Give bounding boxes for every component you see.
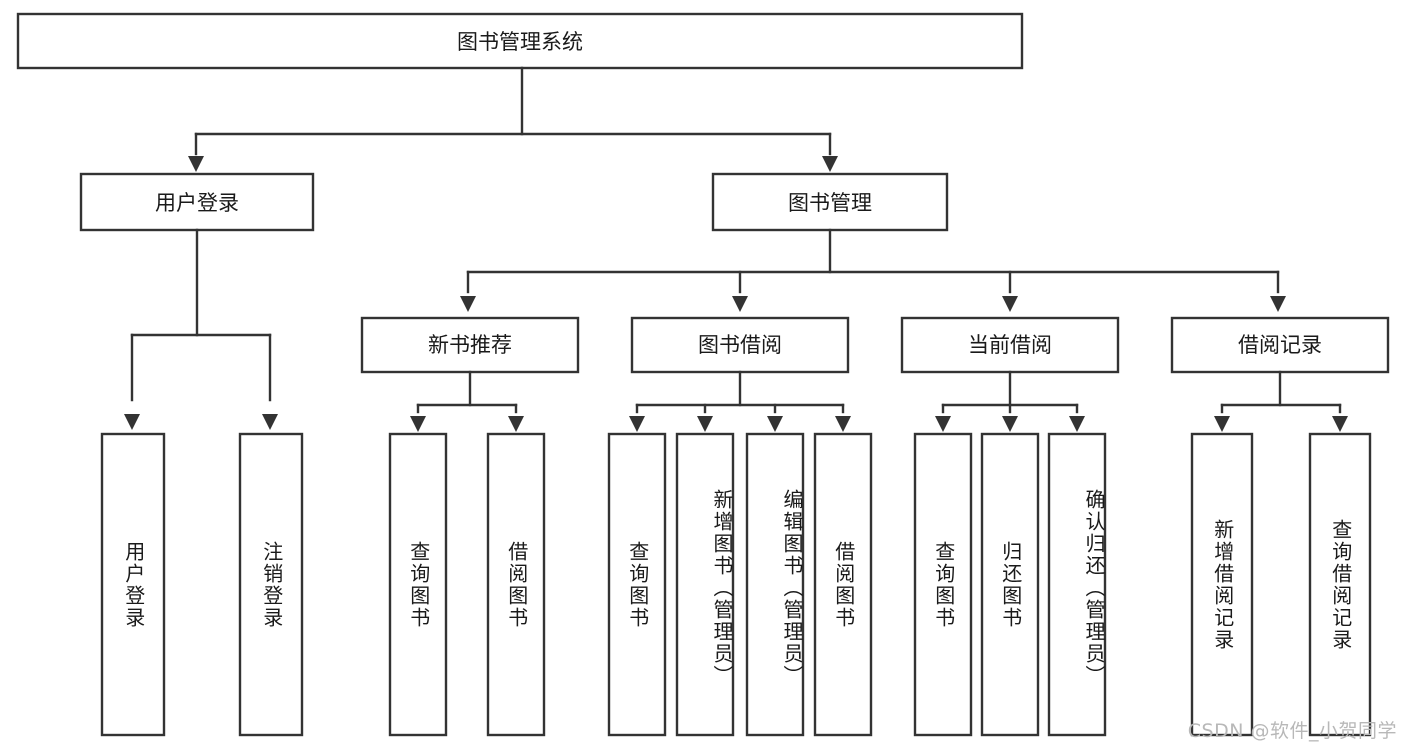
arrow-to-leaf-user-login-0 [124, 414, 140, 430]
leaf-box-new-book-1[interactable] [486, 432, 546, 737]
watermark-text: CSDN @软件_小贺同学 [1187, 720, 1397, 742]
arrow-to-leaf-book-borrow-0 [629, 416, 645, 432]
connector-current-borrow-to-leaves [935, 370, 1085, 432]
connector-borrow-record-to-leaves [1214, 370, 1348, 432]
node-user-login[interactable]: 用户登录 [79, 172, 315, 232]
arrow-to-user-login [188, 156, 204, 172]
connector-book-manage-to-level3 [460, 228, 1286, 312]
arrow-to-leaf-user-login-1 [262, 414, 278, 430]
node-current-borrow-label: 当前借阅 [968, 333, 1052, 357]
arrow-to-leaf-current-borrow-2 [1069, 416, 1085, 432]
arrow-to-book-borrow [732, 296, 748, 312]
arrow-to-leaf-borrow-record-1 [1332, 416, 1348, 432]
leaf-box-borrow-record-0[interactable] [1190, 432, 1254, 737]
leaf-box-user-login-0[interactable] [100, 432, 166, 737]
arrow-to-new-book [460, 296, 476, 312]
arrow-to-current-borrow [1002, 296, 1018, 312]
node-new-book[interactable]: 新书推荐 [360, 316, 580, 374]
leaf-box-current-borrow-1[interactable] [980, 432, 1040, 737]
node-root[interactable]: 图书管理系统 [16, 12, 1024, 70]
leaf-box-book-borrow-2[interactable] [745, 432, 805, 737]
node-new-book-label: 新书推荐 [428, 333, 512, 357]
node-user-login-label: 用户登录 [155, 191, 239, 215]
leaf-box-book-borrow-1[interactable] [675, 432, 735, 737]
leaf-box-new-book-0[interactable] [388, 432, 448, 737]
arrow-to-leaf-current-borrow-1 [1002, 416, 1018, 432]
node-borrow-record[interactable]: 借阅记录 [1170, 316, 1390, 374]
arrow-to-leaf-book-borrow-2 [767, 416, 783, 432]
connector-book-borrow-to-leaves [629, 370, 851, 432]
node-book-borrow[interactable]: 图书借阅 [630, 316, 850, 374]
node-root-label: 图书管理系统 [457, 30, 583, 54]
arrow-to-leaf-book-borrow-1 [697, 416, 713, 432]
arrow-to-leaf-current-borrow-0 [935, 416, 951, 432]
arrow-to-leaf-new-book-1 [508, 416, 524, 432]
arrow-to-borrow-record [1270, 296, 1286, 312]
leaf-box-book-borrow-0[interactable] [607, 432, 667, 737]
arrow-to-leaf-new-book-0 [410, 416, 426, 432]
node-current-borrow[interactable]: 当前借阅 [900, 316, 1120, 374]
node-borrow-record-label: 借阅记录 [1238, 333, 1322, 357]
connector-root-to-level2 [188, 66, 838, 172]
node-book-manage[interactable]: 图书管理 [711, 172, 949, 232]
leaf-box-current-borrow-0[interactable] [913, 432, 973, 737]
leaf-box-borrow-record-1[interactable] [1308, 432, 1372, 737]
node-book-borrow-label: 图书借阅 [698, 333, 782, 357]
connector-new-book-to-leaves [410, 370, 524, 432]
leaf-box-current-borrow-2[interactable] [1047, 432, 1107, 737]
arrow-to-leaf-book-borrow-3 [835, 416, 851, 432]
leaf-box-user-login-1[interactable] [238, 432, 304, 737]
arrow-to-book-manage [822, 156, 838, 172]
leaf-box-book-borrow-3[interactable] [813, 432, 873, 737]
arrow-to-leaf-borrow-record-0 [1214, 416, 1230, 432]
node-book-manage-label: 图书管理 [788, 191, 872, 215]
connector-user-login-to-leaves [124, 228, 278, 430]
